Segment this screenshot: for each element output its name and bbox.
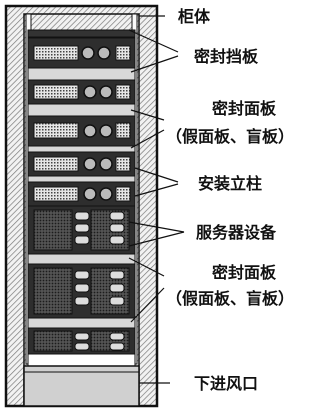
sealing-panel-upper [27, 145, 136, 153]
label-mounting-post: 安装立柱 [198, 174, 262, 193]
sealing-baffle-1 [27, 67, 136, 81]
server-block-3 [27, 327, 136, 355]
top-cap [27, 29, 136, 38]
label-cabinet: 柜体 [178, 7, 211, 26]
leader-lines [128, 15, 185, 384]
label-bottom-air-inlet: 下进风口 [194, 374, 258, 393]
label-sealing-panel-1-line1: 密封面板 [211, 99, 277, 118]
sealing-baffle-2 [27, 103, 136, 117]
equipment-slot-5 [27, 181, 136, 207]
equipment-slot-2 [27, 79, 136, 105]
equipment-slot-4 [27, 151, 136, 177]
label-sealing-panel-2-line2: （假面板、盲板） [166, 289, 294, 308]
bottom-air-inlet [23, 365, 140, 407]
equipment-slot-1 [27, 37, 136, 69]
label-sealing-panel-2-line1: 密封面板 [211, 263, 277, 282]
server-block-1 [27, 205, 136, 255]
label-sealing-panel-1-line2: （假面板、盲板） [166, 127, 294, 146]
equipment-slot-3 [27, 115, 136, 147]
server-block-2 [27, 263, 136, 319]
label-server-equipment: 服务器设备 [196, 223, 277, 242]
sealing-panel-lower [27, 317, 136, 329]
label-sealing-baffle: 密封挡板 [193, 47, 259, 66]
